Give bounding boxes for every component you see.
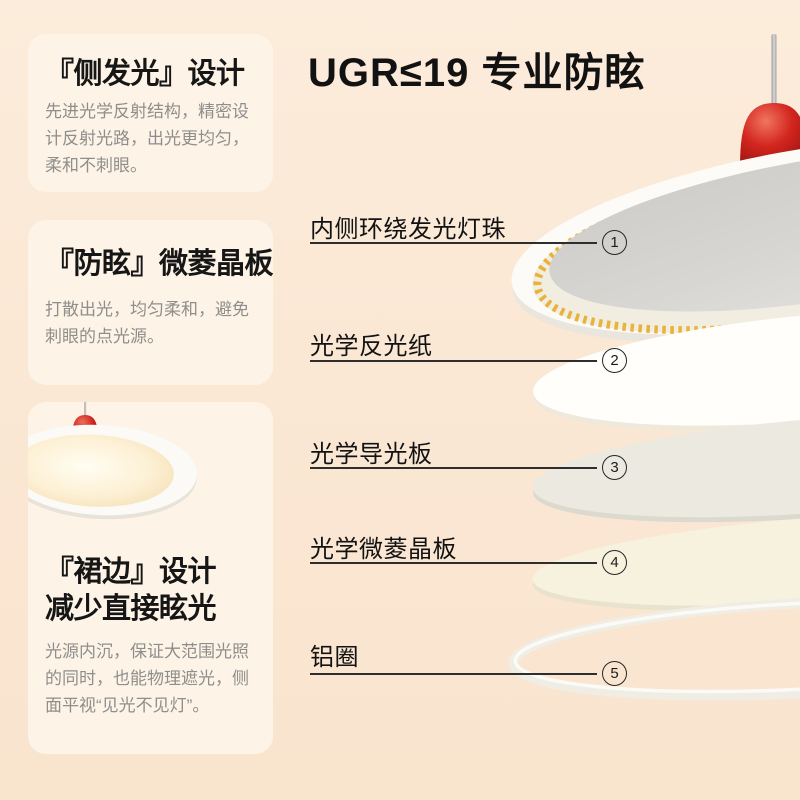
lamp-rod xyxy=(771,34,777,108)
feature-card-title-line2: 减少直接眩光 xyxy=(45,593,217,625)
callout-line xyxy=(310,562,597,564)
feature-card-anti-glare: 『防眩』微菱晶板 打散出光，均匀柔和，避免刺眼的点光源。 xyxy=(28,220,273,385)
layer-number-badge: 5 xyxy=(602,661,627,686)
pendant-lamp-image xyxy=(28,402,197,520)
feature-card-title: 『裙边』设计 减少直接眩光 xyxy=(45,554,260,628)
feature-card-title: 『侧发光』设计 xyxy=(45,58,245,90)
feature-card-title: 『防眩』微菱晶板 xyxy=(45,248,273,280)
callout-label-micro-prism-plate: 光学微菱晶板 xyxy=(310,536,457,563)
exploded-lamp-illustration xyxy=(508,34,800,701)
feature-card-body: 打散出光，均匀柔和，避免刺眼的点光源。 xyxy=(45,300,249,346)
layer-reflective-sheet xyxy=(532,308,800,431)
lamp-cord xyxy=(84,402,87,424)
layer-number-badge: 3 xyxy=(602,455,627,480)
feature-card-skirt-design: 『裙边』设计 减少直接眩光 光源内沉，保证大范围光照的同时，也能物理遮光，侧面平… xyxy=(28,402,273,754)
feature-card-side-emitting: 『侧发光』设计 先进光学反射结构，精密设计反射光路，出光更均匀，柔和不刺眼。 xyxy=(28,34,273,192)
callout-label-light-guide-plate: 光学导光板 xyxy=(310,441,433,468)
layer-light-guide-plate xyxy=(532,412,800,523)
callout-line xyxy=(310,360,597,362)
feature-card-body: 光源内沉，保证大范围光照的同时，也能物理遮光，侧面平视“见光不见灯”。 xyxy=(45,642,249,715)
callout-line xyxy=(310,673,597,675)
callout-label-reflective-sheet: 光学反光纸 xyxy=(310,333,433,360)
feature-card-title-line1: 『裙边』设计 xyxy=(45,556,217,588)
layer-micro-prism-plate xyxy=(532,512,800,611)
layer-number-badge: 2 xyxy=(602,348,627,373)
layer-aluminium-ring xyxy=(508,595,800,701)
page-title: UGR≤19 专业防眩 xyxy=(308,51,646,95)
callout-line xyxy=(310,467,597,469)
callout-line xyxy=(310,242,597,244)
layer-main-disc xyxy=(511,135,800,343)
layer-number-badge: 1 xyxy=(602,230,627,255)
callout-label-led-beads: 内侧环绕发光灯珠 xyxy=(310,216,506,243)
callout-label-aluminium-ring: 铝圈 xyxy=(310,644,359,671)
lamp-glow xyxy=(28,434,174,507)
layer-number-badge: 4 xyxy=(602,550,627,575)
feature-card-body: 先进光学反射结构，精密设计反射光路，出光更均匀，柔和不刺眼。 xyxy=(45,102,249,175)
